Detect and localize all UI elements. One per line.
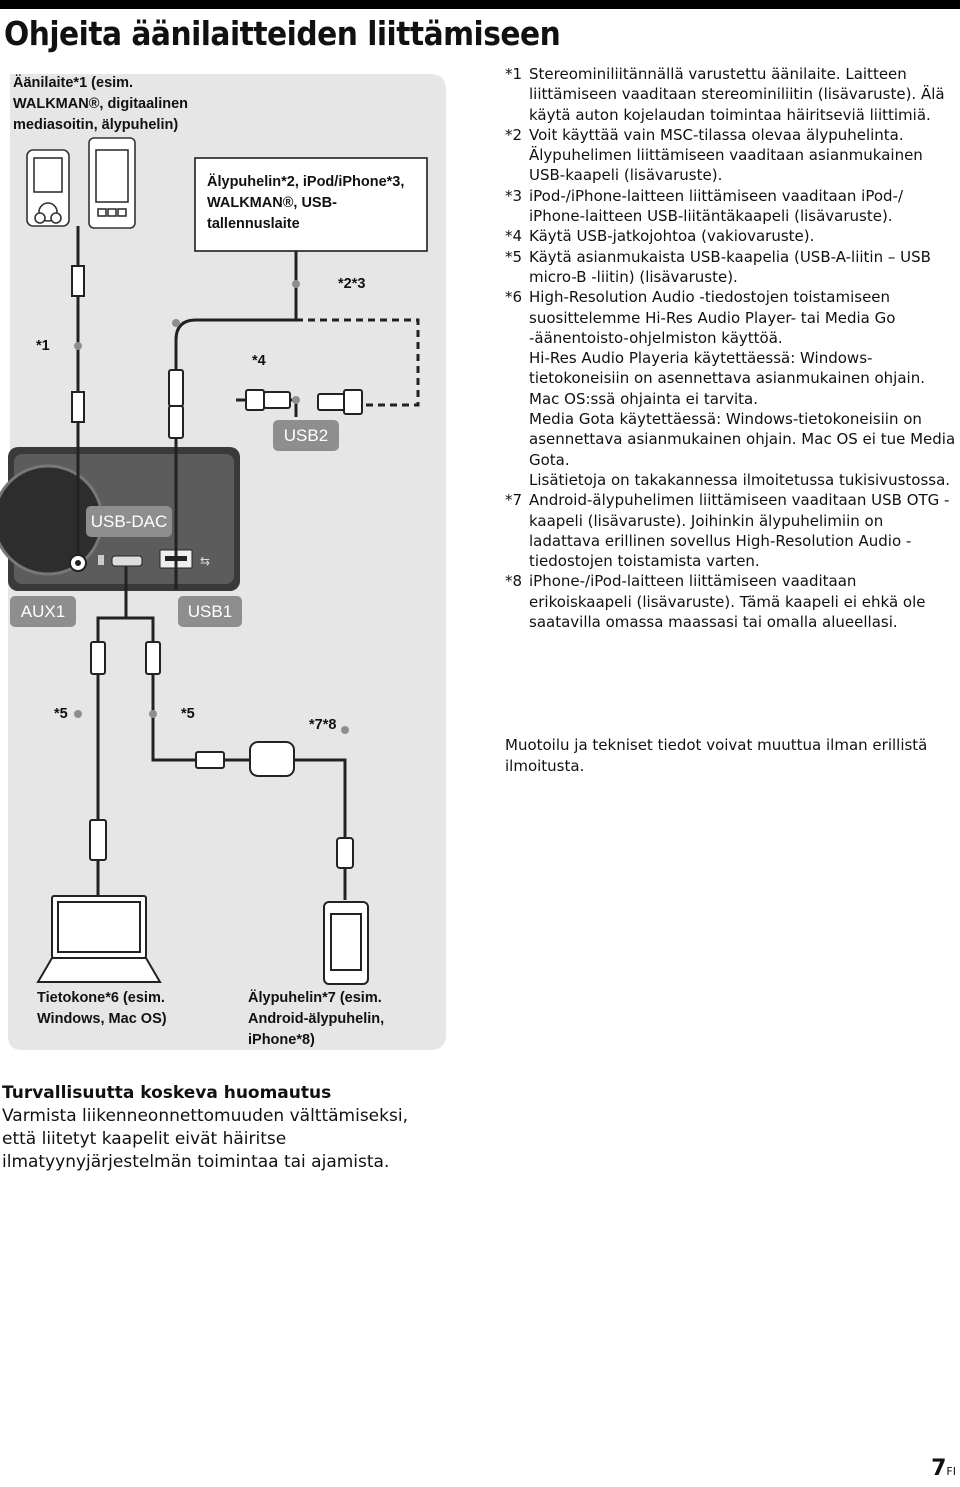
ref-4: *4: [252, 353, 266, 369]
ref-1: *1: [36, 338, 50, 354]
disclaimer: Muotoilu ja tekniset tiedot voivat muutt…: [505, 736, 928, 775]
ref-7-8: *7*8: [309, 717, 337, 733]
svg-text:⇆: ⇆: [200, 554, 210, 568]
cable-phone-usb: [174, 251, 298, 370]
safety-heading: Turvallisuutta koskeva huomautus: [2, 1083, 332, 1103]
cable-dashed: [296, 318, 420, 407]
port-usb1-badge: USB1: [178, 596, 242, 627]
computer-device-label: Tietokone*6 (esim. Windows, Mac OS): [37, 990, 167, 1027]
connection-diagram: ⇆: [0, 70, 450, 1055]
note-6: *6 High-Resolution Audio -tiedostojen to…: [505, 288, 956, 489]
ref-5a: *5: [54, 706, 68, 722]
smartphone-icon: [88, 137, 136, 229]
phone-device-box: [194, 157, 428, 252]
page-number: 7FI: [931, 1456, 956, 1481]
android-phone-icon: [323, 901, 369, 985]
safety-notice: Turvallisuutta koskeva huomautus Varmist…: [2, 1082, 442, 1174]
top-rule: [0, 0, 960, 9]
port-usb2-badge: USB2: [273, 420, 339, 451]
ref-5b: *5: [181, 706, 195, 722]
walkman-icon: [26, 149, 70, 227]
page-title: Ohjeita äänilaitteiden liittämiseen: [4, 14, 561, 53]
connector-plugs: [71, 265, 363, 869]
audio-device-label: Äänilaite*1 (esim. WALKMAN®, digitaaline…: [13, 75, 189, 133]
phone-device-label: Älypuhelin*2, iPod/iPhone*3, WALKMAN®, U…: [207, 174, 405, 232]
safety-text: Varmista liikenneonnettomuuden välttämis…: [2, 1106, 408, 1172]
port-aux1-badge: AUX1: [10, 596, 76, 627]
android-device-label: Älypuhelin*7 (esim. Android-älypuhelin, …: [248, 990, 385, 1048]
laptop-icon: [36, 895, 162, 983]
cable-usb-split: [96, 566, 155, 642]
diagram-drawing: ⇆: [0, 74, 446, 1050]
port-usbdac-badge: USB-DAC: [86, 506, 172, 537]
ref-2-3: *2*3: [338, 276, 366, 292]
